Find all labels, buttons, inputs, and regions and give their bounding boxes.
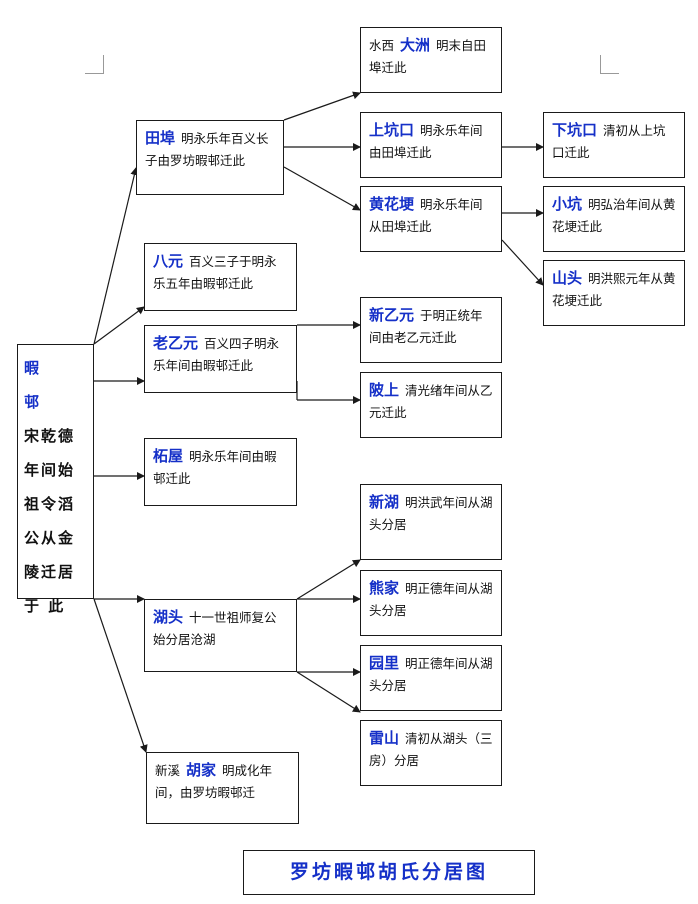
node-desc: 于明正统年间由老乙元迁此 <box>369 308 483 345</box>
node-name: 新湖 <box>369 493 400 511</box>
corner-mark-left <box>85 55 104 74</box>
root-line: 年间始 <box>24 461 76 479</box>
node-name: 上坑口 <box>369 121 415 139</box>
root-line: 于 此 <box>24 597 66 615</box>
node-shantou: 山头明洪熙元年从黄花埂迁此 <box>543 260 685 326</box>
root-node: 暇 邨 宋乾德 年间始 祖令滔 公从金 陵迁居 于 此 <box>17 344 94 615</box>
node-huanghualing: 黄花埂明永乐年间从田埠迁此 <box>360 186 502 252</box>
node-leishan: 雷山清初从湖头（三房）分居 <box>360 720 502 786</box>
node-desc: 明永乐年间由暇邨迁此 <box>153 449 277 486</box>
link-tianfu-huanghualing <box>283 166 361 211</box>
node-desc: 清初从湖头（三房）分居 <box>369 731 493 768</box>
node-shuixi: 水西大洲明末自田埠迁此 <box>360 27 502 93</box>
node-tianfu: 田埠明永乐年百义长子由罗坊暇邨迁此 <box>136 120 284 195</box>
link-hutou-xinhu <box>296 559 361 600</box>
node-tuowu: 柘屋明永乐年间由暇邨迁此 <box>144 438 297 506</box>
root-name: 暇 邨 <box>24 359 50 411</box>
node-name: 下坑口 <box>552 121 598 139</box>
node-name: 新乙元 <box>369 306 415 324</box>
link-root-hujia <box>93 598 148 753</box>
node-hujia: 新溪胡家明成化年间，由罗坊暇邨迁 <box>146 752 299 824</box>
node-name: 老乙元 <box>153 334 199 352</box>
root-line: 宋乾德 <box>24 427 76 445</box>
node-desc: 明末自田埠迁此 <box>369 38 487 75</box>
node-name: 田埠 <box>145 129 176 147</box>
node-name: 八元 <box>153 252 184 270</box>
node-xiongjia: 熊家明正德年间从湖头分居 <box>360 570 502 636</box>
node-name: 黄花埂 <box>369 195 415 213</box>
node-bayuan: 八元百义三子于明永乐五年由暇邨迁此 <box>144 243 297 311</box>
node-desc: 明永乐年间从田埠迁此 <box>369 197 483 234</box>
node-name: 大洲 <box>400 36 431 54</box>
link-hutou-leishan <box>296 671 361 713</box>
node-desc: 明正德年间从湖头分居 <box>369 656 493 693</box>
node-prefix: 水西 <box>369 38 395 53</box>
node-desc: 明洪武年间从湖头分居 <box>369 495 493 532</box>
node-desc: 明永乐年百义长子由罗坊暇邨迁此 <box>145 131 269 168</box>
node-desc: 清初从上坑口迁此 <box>552 123 666 160</box>
node-desc: 明洪熙元年从黄花埂迁此 <box>552 271 676 308</box>
node-xiakengkou: 下坑口清初从上坑口迁此 <box>543 112 685 178</box>
node-desc: 明成化年间，由罗坊暇邨迁 <box>155 763 273 800</box>
node-desc: 百义三子于明永乐五年由暇邨迁此 <box>153 254 277 291</box>
node-name: 雷山 <box>369 729 400 747</box>
node-desc: 明永乐年间由田埠迁此 <box>369 123 483 160</box>
node-laoyiyuan: 老乙元百义四子明永乐年间由暇邨迁此 <box>144 325 297 393</box>
node-poshang: 陂上清光绪年间从乙元迁此 <box>360 372 502 438</box>
node-xinyiyuan: 新乙元于明正统年间由老乙元迁此 <box>360 297 502 363</box>
root-line: 公从金 <box>24 529 76 547</box>
node-desc: 十一世祖师复公始分居沧湖 <box>153 610 277 647</box>
node-name: 陂上 <box>369 381 400 399</box>
node-prefix: 新溪 <box>155 763 181 778</box>
node-name: 熊家 <box>369 579 400 597</box>
node-name: 山头 <box>552 269 583 287</box>
link-tianfu-shuixi <box>283 91 361 121</box>
link-huanghualing-shantou <box>501 239 544 286</box>
corner-mark-right <box>600 55 619 74</box>
node-name: 小坑 <box>552 195 583 213</box>
node-name: 园里 <box>369 654 400 672</box>
node-xiaokeng: 小坑明弘治年间从黄花埂迁此 <box>543 186 685 252</box>
node-desc: 清光绪年间从乙元迁此 <box>369 383 493 420</box>
node-desc: 明正德年间从湖头分居 <box>369 581 493 618</box>
root-line: 祖令滔 <box>24 495 76 513</box>
node-name: 柘屋 <box>153 447 184 465</box>
node-desc: 百义四子明永乐年间由暇邨迁此 <box>153 336 280 373</box>
link-root-bayuan <box>93 306 145 345</box>
node-desc: 明弘治年间从黄花埂迁此 <box>552 197 676 234</box>
diagram-title: 罗坊暇邨胡氏分居图 <box>243 850 535 895</box>
link-root-tianfu <box>93 167 139 345</box>
node-hutou: 湖头十一世祖师复公始分居沧湖 <box>144 599 297 672</box>
node-name: 胡家 <box>186 761 217 779</box>
node-shangkengkou: 上坑口明永乐年间由田埠迁此 <box>360 112 502 178</box>
root-line: 陵迁居 <box>24 563 76 581</box>
node-xinhu: 新湖明洪武年间从湖头分居 <box>360 484 502 560</box>
node-name: 湖头 <box>153 608 184 626</box>
node-yuanli: 园里明正德年间从湖头分居 <box>360 645 502 711</box>
